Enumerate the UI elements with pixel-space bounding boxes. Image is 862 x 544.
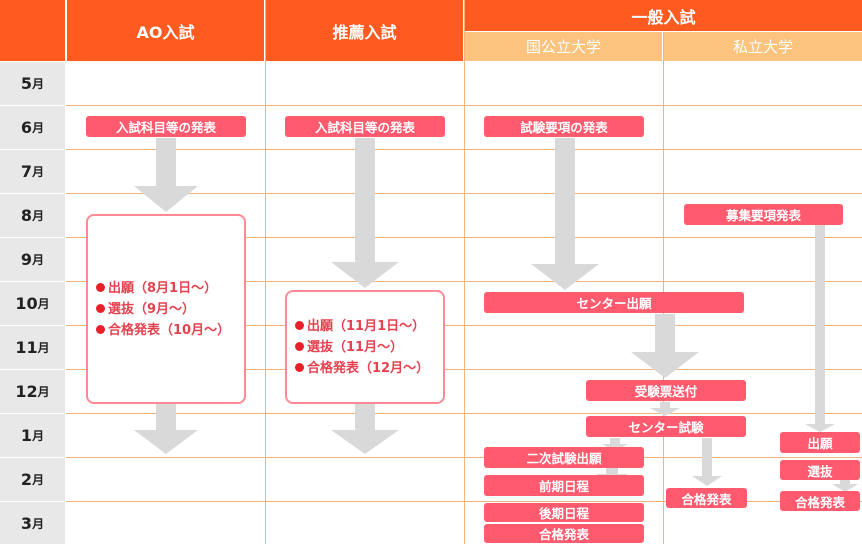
arrow-koku-2 (631, 314, 699, 378)
koku-kouki: 後期日程 (484, 503, 644, 522)
shi-youkou: 募集要項発表 (684, 204, 843, 225)
koku-center-goukaku: 合格発表 (666, 488, 747, 508)
bullet-icon (96, 282, 105, 292)
shi-senbatsu: 選抜 (780, 460, 860, 480)
bullet-icon (295, 362, 304, 372)
suisen-detail-box: 出願（11月1日〜） 選抜（11月〜） 合格発表（12月〜） (285, 290, 445, 404)
arrow-shi-1 (805, 225, 835, 432)
arrow-koku-6 (692, 438, 722, 486)
grid-line (663, 32, 664, 544)
arrow-suisen-1 (331, 138, 399, 288)
grid-line (464, 0, 465, 544)
ao-item: 合格発表（10月〜） (96, 320, 244, 341)
header-ippan: 一般入試 (465, 0, 862, 31)
bullet-icon (295, 341, 304, 351)
koku-youkou: 試験要項の発表 (484, 116, 644, 137)
ao-detail-box: 出願（8月1日〜） 選抜（9月〜） 合格発表（10月〜） (86, 214, 246, 404)
suisen-item: 出願（11月1日〜） (295, 316, 443, 337)
subheader-kokkouritsu: 国公立大学 (465, 32, 662, 61)
koku-zenki: 前期日程 (484, 475, 644, 496)
suisen-item: 選抜（11月〜） (295, 337, 443, 358)
bullet-icon (295, 320, 304, 330)
ao-announce: 入試科目等の発表 (86, 116, 246, 137)
bullet-icon (96, 324, 105, 334)
shi-goukaku: 合格発表 (780, 491, 860, 511)
bullet-icon (96, 303, 105, 313)
koku-niji-shutsugan: 二次試験出願 (484, 447, 644, 468)
arrow-koku-3 (650, 402, 680, 416)
suisen-announce: 入試科目等の発表 (285, 116, 445, 137)
grid-line (265, 0, 266, 544)
arrow-ao-2 (134, 404, 198, 454)
koku-center-shutsugan: センター出願 (484, 292, 744, 313)
header-ao: AO入試 (67, 0, 264, 61)
koku-juken-hyou: 受験票送付 (586, 380, 746, 401)
arrow-koku-4 (602, 438, 628, 451)
koku-goukaku: 合格発表 (484, 524, 644, 543)
subheader-shiritsu: 私立大学 (664, 32, 862, 61)
header-corner (0, 0, 65, 61)
koku-center-shiken: センター試験 (586, 416, 746, 437)
arrow-ao-1 (134, 138, 198, 212)
arrow-koku-1 (531, 138, 599, 290)
arrow-suisen-2 (331, 404, 399, 454)
shi-shutsugan: 出願 (780, 432, 860, 453)
ao-item: 出願（8月1日〜） (96, 278, 244, 299)
ao-item: 選抜（9月〜） (96, 299, 244, 320)
arrow-shi-2 (832, 475, 858, 492)
header-suisen: 推薦入試 (266, 0, 463, 61)
suisen-item: 合格発表（12月〜） (295, 358, 443, 379)
